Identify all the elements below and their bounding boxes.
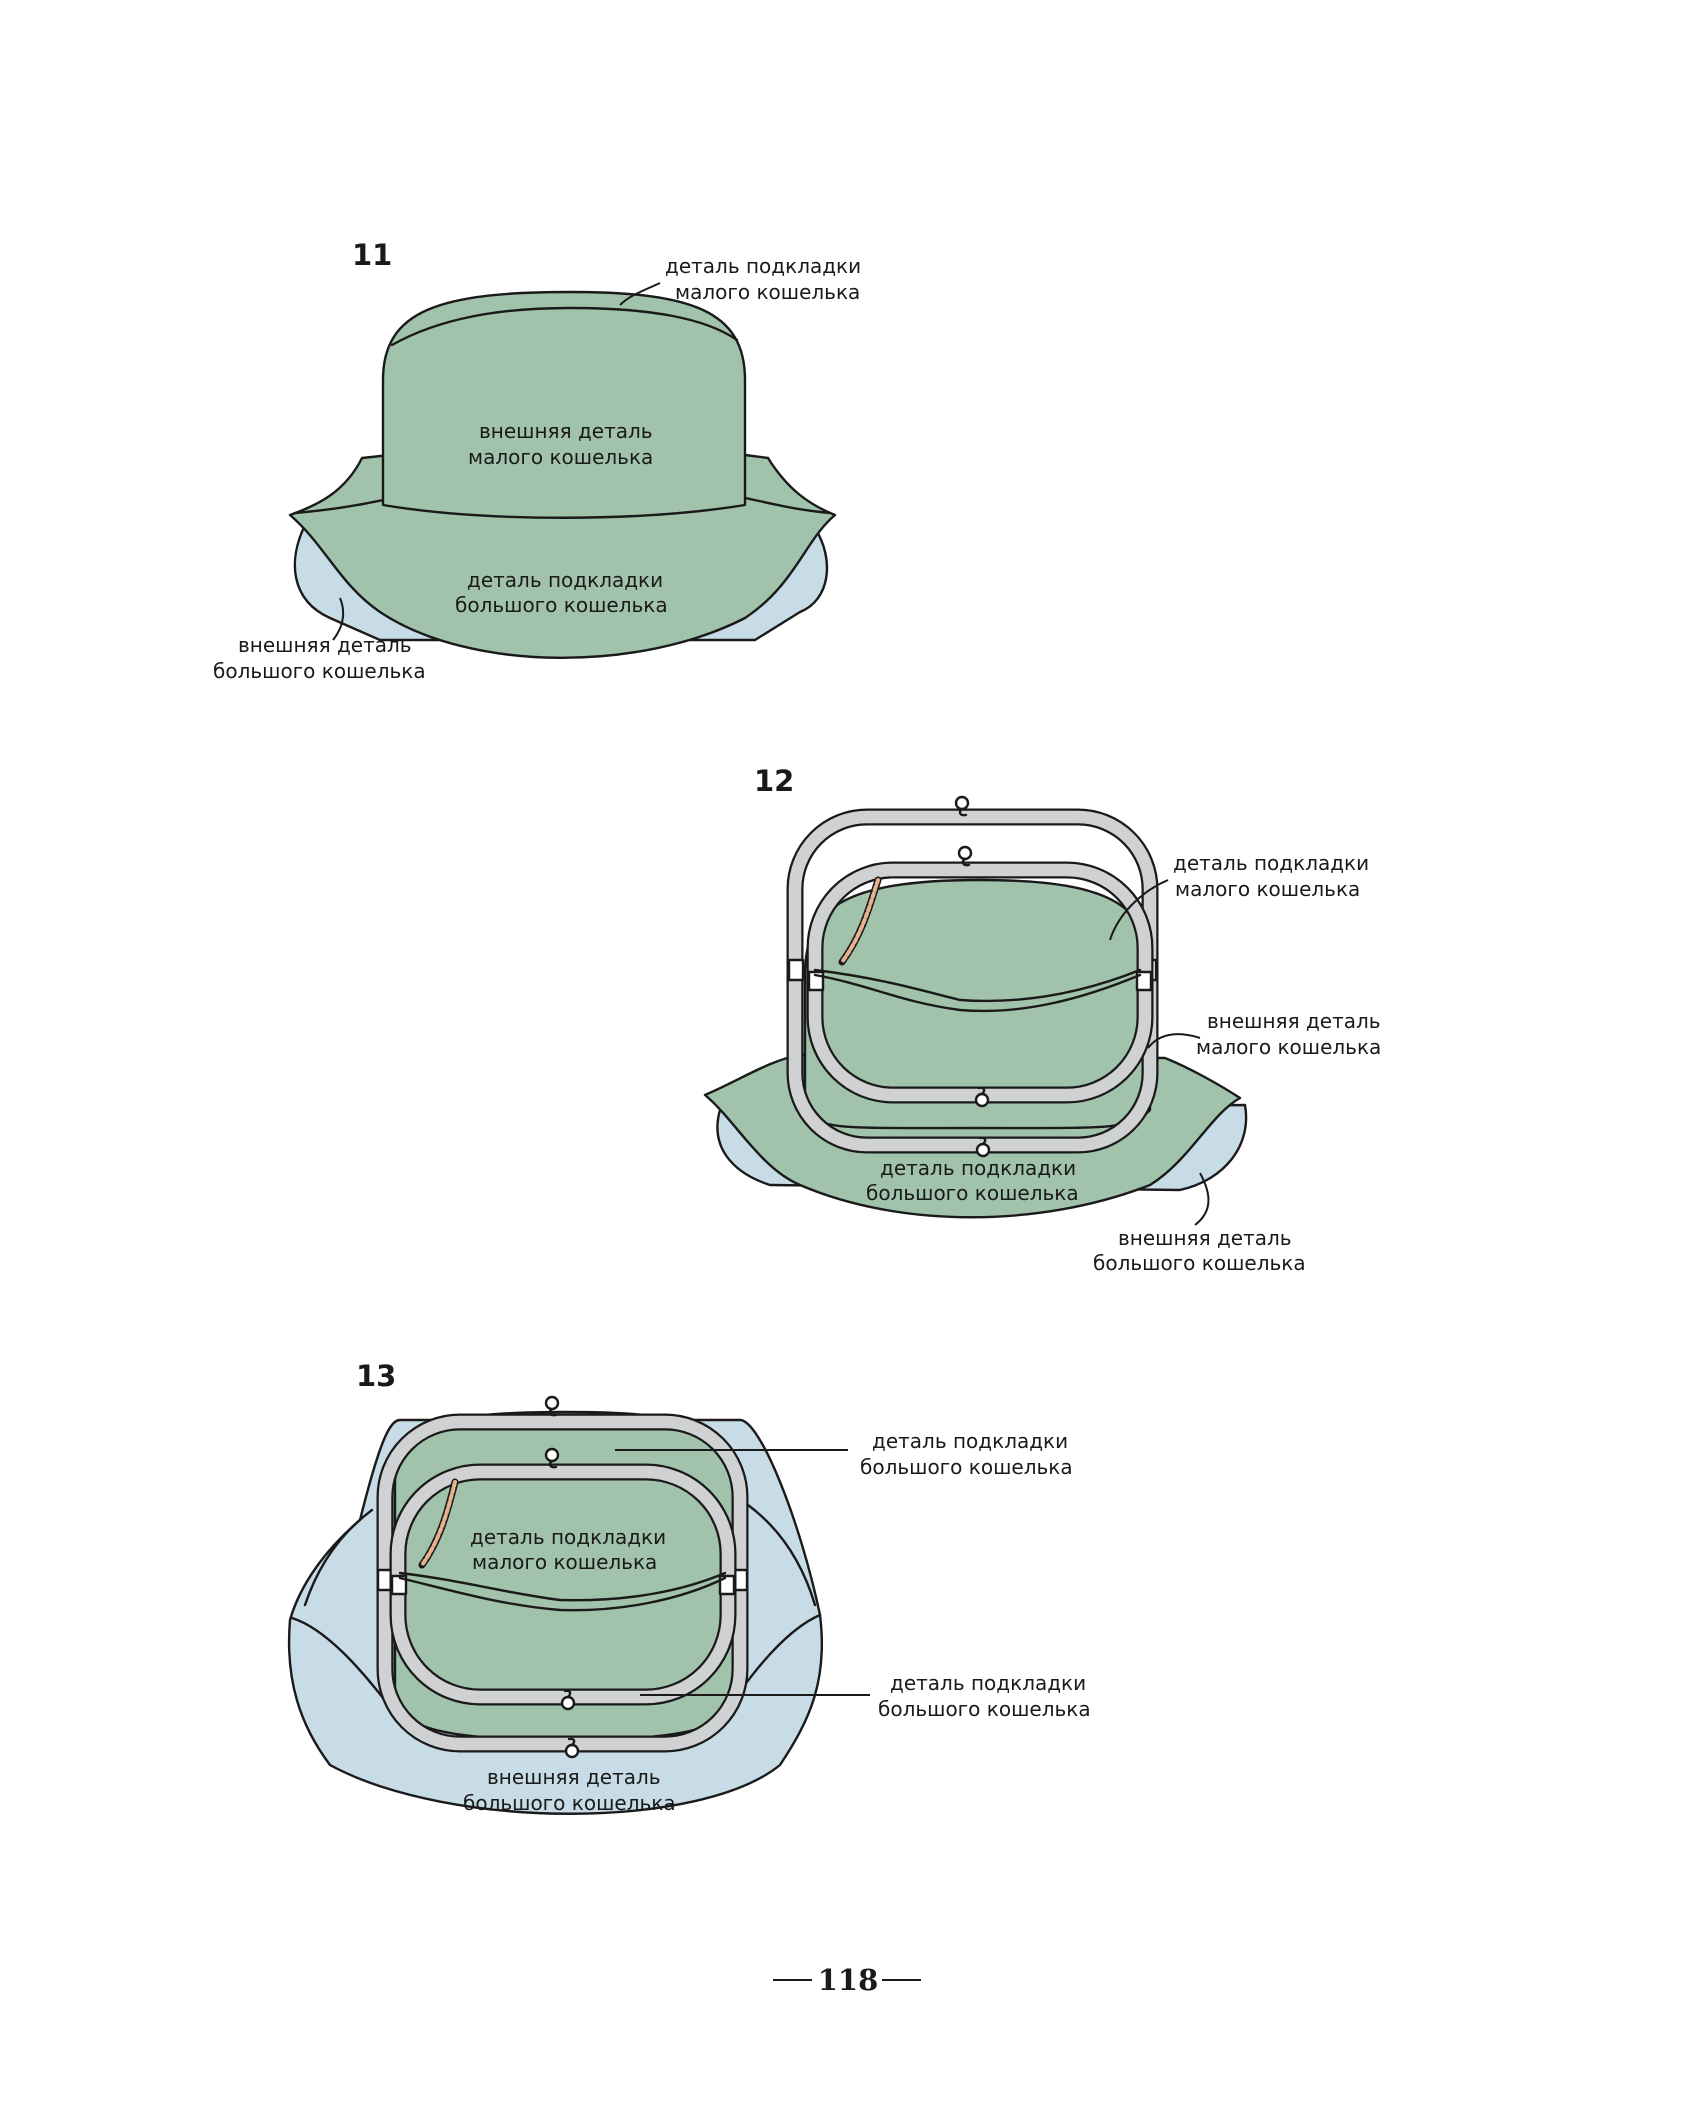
fold-top-left — [303, 1508, 374, 1607]
page-number: 118 — [818, 1963, 879, 1997]
svg-text:малого кошелька: малого кошелька — [468, 445, 653, 469]
step-13-number: 13 — [356, 1359, 396, 1393]
svg-text:малого кошелька: малого кошелька — [1175, 877, 1360, 901]
svg-text:большого кошелька: большого кошелька — [878, 1697, 1091, 1721]
stitch-thread-fill — [420, 1480, 457, 1567]
svg-text:большого кошелька: большого кошелька — [455, 593, 668, 617]
purse-opening-line — [398, 1576, 727, 1612]
svg-text:внешняя деталь: внешняя деталь — [1118, 1226, 1292, 1250]
svg-text:деталь подкладки: деталь подкладки — [880, 1156, 1076, 1180]
label-small-lining: деталь подкладки малого кошелька — [619, 254, 861, 306]
label-small-lining: деталь подкладки малого кошелька — [1109, 851, 1369, 941]
svg-text:внешняя деталь: внешняя деталь — [238, 633, 412, 657]
svg-text:большого кошелька: большого кошелька — [463, 1791, 676, 1815]
step-11-figure: 11 деталь подкладки малого кошелька внеш… — [213, 238, 861, 683]
small-purse-frame — [389, 1447, 737, 1711]
step-12-figure: 12 — [703, 764, 1381, 1275]
label-small-outer: внешняя деталь малого кошелька — [1147, 1009, 1381, 1059]
svg-text:деталь подкладки: деталь подкладки — [872, 1429, 1068, 1453]
step-11-number: 11 — [352, 238, 392, 272]
svg-text:внешняя деталь: внешняя деталь — [479, 419, 653, 443]
svg-text:большого кошелька: большого кошелька — [213, 659, 426, 683]
label-big-outer: внешняя деталь большого кошелька — [1093, 1172, 1306, 1275]
svg-text:деталь подкладки: деталь подкладки — [890, 1671, 1086, 1695]
stitch-thread-fill — [840, 878, 880, 964]
svg-text:деталь подкладки: деталь подкладки — [470, 1525, 666, 1549]
label-big-lining-top: деталь подкладки большого кошелька — [615, 1429, 1073, 1479]
svg-text:малого кошелька: малого кошелька — [1196, 1035, 1381, 1059]
label-big-lining: деталь подкладки большого кошелька — [866, 1156, 1079, 1205]
svg-text:деталь подкладки: деталь подкладки — [1173, 851, 1369, 875]
purse-opening-line-2 — [398, 1571, 727, 1602]
label-big-outer: внешняя деталь большого кошелька — [213, 597, 426, 683]
small-lining-edge — [390, 306, 739, 347]
svg-text:деталь подкладки: деталь подкладки — [467, 568, 663, 592]
page-folio: 118 — [773, 1963, 921, 1997]
label-small-outer: внешняя деталь малого кошелька — [468, 419, 653, 469]
purse-opening-line-2 — [813, 968, 1142, 1003]
svg-text:малого кошелька: малого кошелька — [472, 1550, 657, 1574]
svg-text:малого кошелька: малого кошелька — [675, 280, 860, 304]
label-big-lining-bottom: деталь подкладки большого кошелька — [640, 1671, 1091, 1721]
svg-text:большого кошелька: большого кошелька — [866, 1181, 1079, 1205]
label-big-lining: деталь подкладки большого кошелька — [455, 568, 668, 617]
big-purse-frame — [376, 1395, 749, 1759]
big-lining-fold-left — [293, 498, 385, 515]
svg-text:большого кошелька: большого кошелька — [1093, 1251, 1306, 1275]
small-purse-frame — [806, 845, 1154, 1108]
step-12-number: 12 — [754, 764, 794, 798]
big-lining-fold-right — [743, 496, 832, 515]
svg-text:внешняя деталь: внешняя деталь — [1207, 1009, 1381, 1033]
svg-text:деталь подкладки: деталь подкладки — [665, 254, 861, 278]
svg-text:внешняя деталь: внешняя деталь — [487, 1765, 661, 1789]
label-big-outer: внешняя деталь большого кошелька — [463, 1765, 676, 1815]
purse-opening-line — [813, 973, 1142, 1013]
label-small-lining: деталь подкладки малого кошелька — [470, 1525, 666, 1574]
fold-top-right — [746, 1503, 817, 1607]
svg-text:большого кошелька: большого кошелька — [860, 1455, 1073, 1479]
small-outer-panel — [381, 290, 747, 519]
step-13-figure: 13 — [287, 1359, 1091, 1815]
